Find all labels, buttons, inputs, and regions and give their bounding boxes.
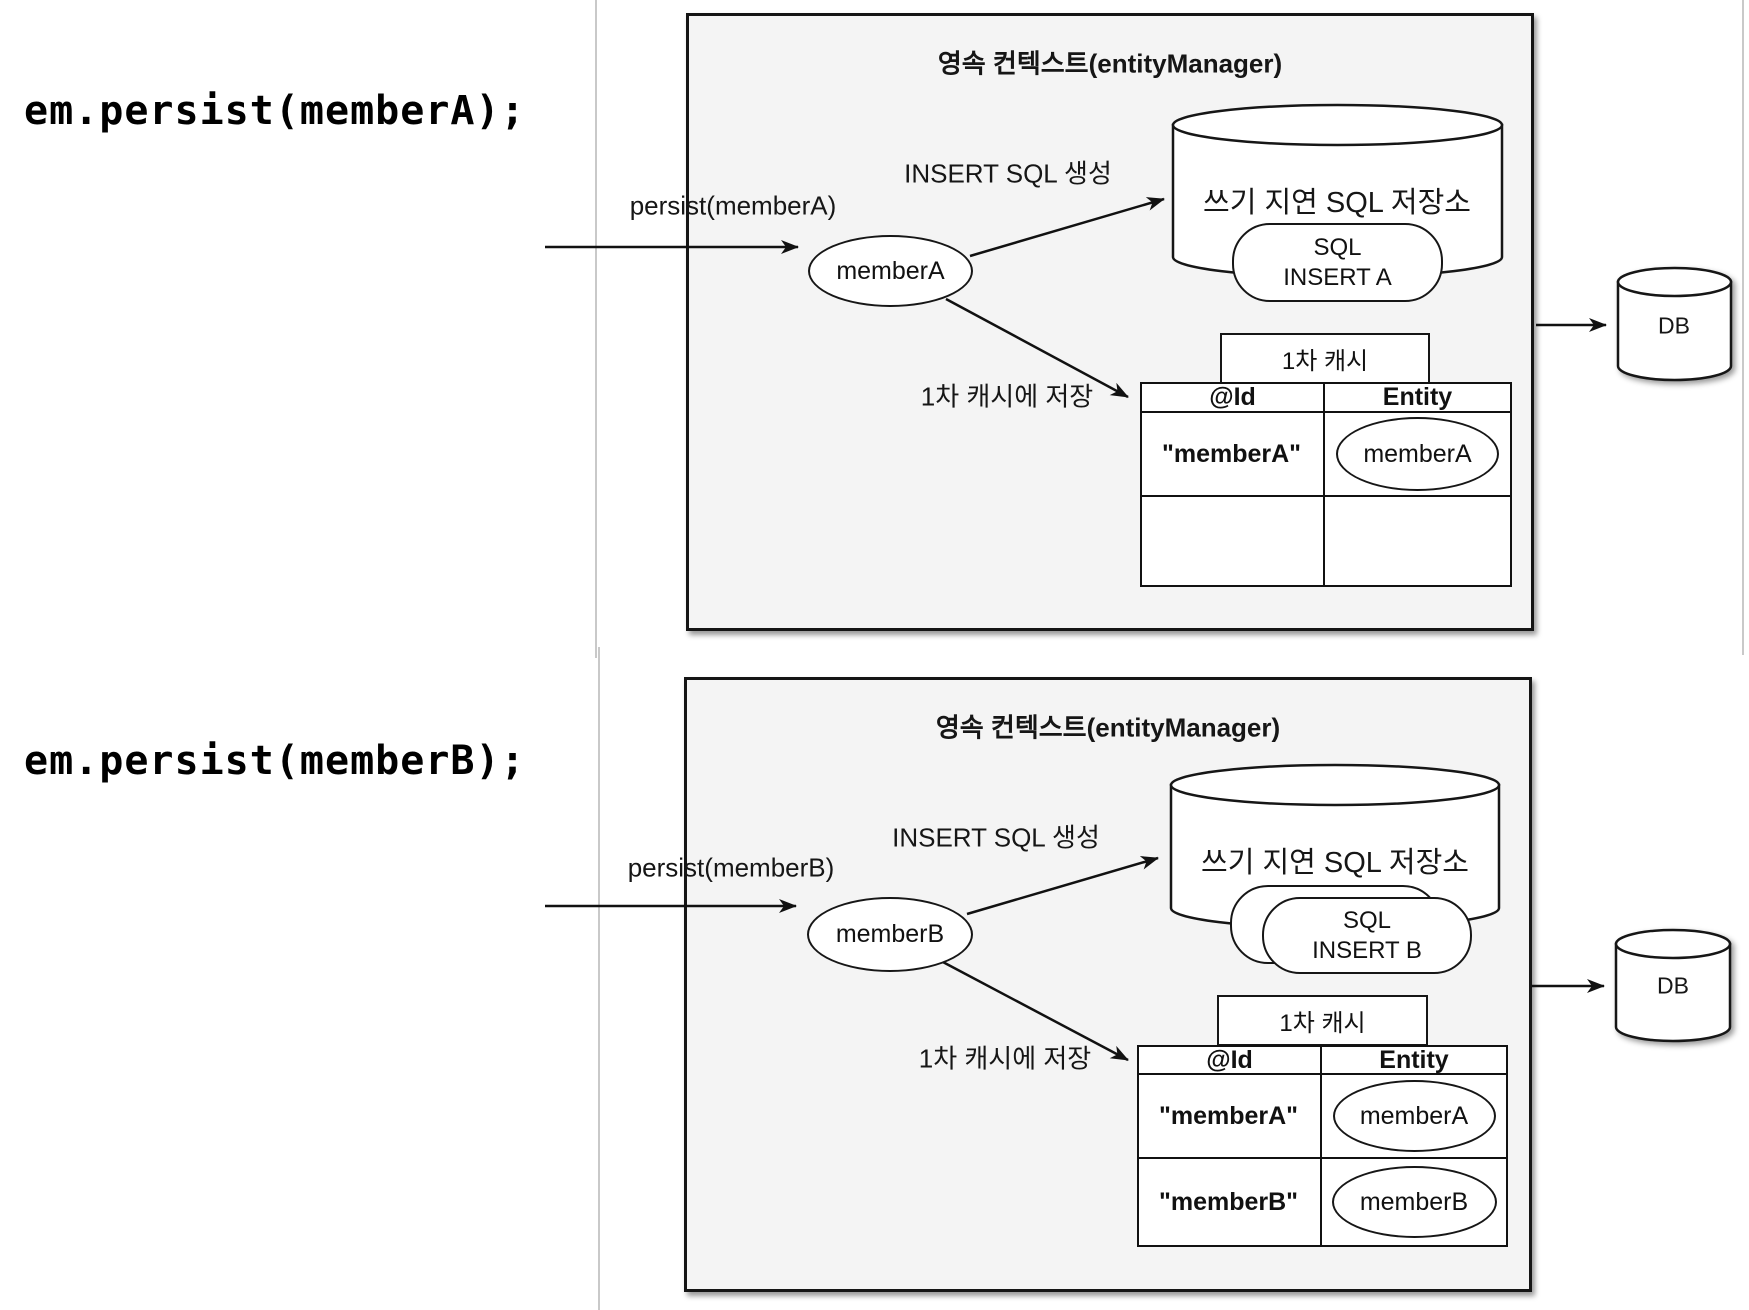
sql-card-line2: INSERT B (1312, 936, 1422, 964)
first-cache-table-bottom: @Id Entity "memberA" memberA "memberB" m… (1137, 1045, 1508, 1247)
entity-ellipse-memberB-label: memberB (835, 920, 945, 948)
sql-card-line1: SQL (1342, 907, 1392, 935)
entity-ellipse-memberB: memberB (807, 897, 973, 972)
code-line-persist-memberA: em.persist(memberA); (24, 88, 526, 134)
db-label-top: DB (1658, 312, 1690, 339)
cache-row-entity-memberA: memberA (1322, 1075, 1506, 1159)
entity-ellipse-memberA: memberA (808, 235, 973, 307)
cache-entity-ellipse-memberA: memberA (1332, 1080, 1496, 1152)
save-cache-label-top: 1차 캐시에 저장 (920, 381, 1094, 412)
insert-sql-label-top: INSERT SQL 생성 (904, 158, 1112, 189)
sql-store-title-bottom: 쓰기 지연 SQL 저장소 (1201, 847, 1469, 879)
entity-ellipse-memberA-label: memberA (836, 256, 945, 285)
column-divider-top (595, 0, 597, 658)
cache-row-id: "memberA" (1142, 413, 1325, 497)
column-divider-bottom (598, 647, 600, 1310)
cache-header-entity: Entity (1322, 1047, 1506, 1075)
first-cache-caption-label: 1차 캐시 (1279, 1010, 1366, 1037)
panel-title-bottom: 영속 컨텍스트(entityManager) (935, 712, 1281, 743)
sql-card-line2: INSERT A (1283, 263, 1392, 291)
cache-row-id-memberB: "memberB" (1139, 1159, 1322, 1245)
first-cache-caption-label: 1차 캐시 (1281, 348, 1369, 375)
first-cache-caption-bottom: 1차 캐시 (1217, 995, 1428, 1046)
code-line-persist-memberB: em.persist(memberB); (24, 738, 526, 784)
sql-card-line1: SQL (1313, 234, 1362, 262)
first-cache-table-top: @Id Entity "memberA" memberA (1140, 382, 1512, 587)
right-edge-divider (1742, 0, 1744, 655)
cache-header-entity: Entity (1325, 384, 1510, 413)
insert-sql-label-bottom: INSERT SQL 생성 (892, 822, 1100, 853)
db-label-bottom: DB (1657, 972, 1689, 999)
first-cache-caption-top: 1차 캐시 (1220, 333, 1430, 384)
cache-row-entity: memberA (1325, 413, 1510, 497)
cache-row-entity-memberB: memberB (1322, 1159, 1506, 1245)
sql-card-insert-A: SQL INSERT A (1232, 223, 1443, 302)
cache-row-id-memberA: "memberA" (1139, 1075, 1322, 1159)
sql-card-insert-B: SQL INSERT B (1262, 897, 1472, 974)
cache-entity-ellipse-memberA: memberA (1336, 417, 1499, 491)
persist-arrow-label-bottom: persist(memberB) (627, 852, 835, 883)
save-cache-label-bottom: 1차 캐시에 저장 (918, 1043, 1092, 1074)
cache-header-id: @Id (1139, 1047, 1322, 1075)
cache-entity-ellipse-memberB: memberB (1331, 1166, 1497, 1238)
cache-row-entity-empty (1325, 497, 1510, 585)
cache-row-id-empty (1142, 497, 1325, 585)
sql-store-title-top: 쓰기 지연 SQL 저장소 (1203, 187, 1471, 219)
cache-header-id: @Id (1142, 384, 1325, 413)
panel-title-top: 영속 컨텍스트(entityManager) (937, 48, 1283, 79)
persist-arrow-label-top: persist(memberA) (629, 190, 837, 221)
